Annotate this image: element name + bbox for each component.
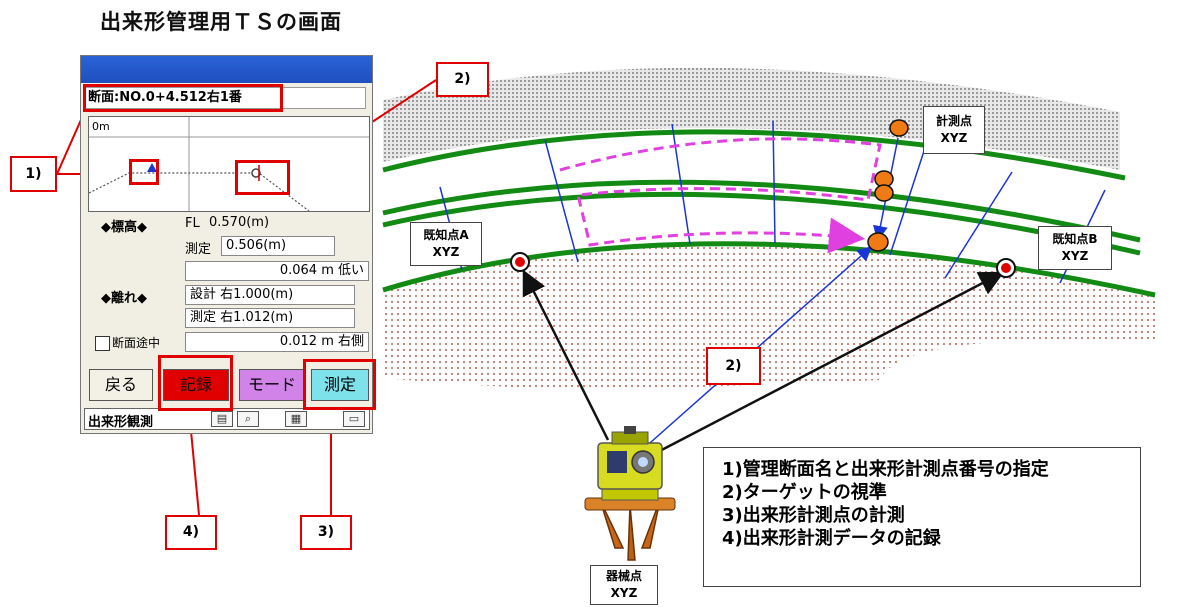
status-mode-label: 出来形観測 [88, 415, 154, 430]
instrument-point-label: 器械点 XYZ [590, 565, 658, 605]
mid-section-checkbox[interactable] [95, 336, 110, 351]
legend-item: 1)管理断面名と出来形計測点番号の指定 [722, 459, 1049, 480]
record-button[interactable]: 記録 [163, 369, 229, 401]
instrument-point-coord: XYZ [610, 586, 638, 600]
measure-button[interactable]: 測定 [311, 369, 369, 401]
embankment-band [383, 243, 1155, 390]
legend-item: 3)出来形計測点の計測 [722, 505, 905, 526]
offset-diff: 0.012 m 右側 [185, 332, 369, 352]
section-highlight [83, 84, 283, 112]
known-point-b-label: 既知点B XYZ [1038, 226, 1112, 270]
offset-design: 設計 右1.000(m) [185, 285, 355, 305]
elevation-measured-label: 測定 [185, 242, 212, 257]
measure-route-dashed [559, 137, 882, 254]
status-bar: 出来形観測 ▤ ⌕ ▦ ▭ [84, 408, 370, 430]
steps-legend: 1)管理断面名と出来形計測点番号の指定 2)ターゲットの視準 3)出来形計測点の… [703, 447, 1141, 587]
known-point-a-coord: XYZ [432, 245, 460, 259]
measure-point-coord: XYZ [940, 131, 968, 145]
mid-section-label: 断面途中 [112, 336, 161, 350]
cross-section-graphic [89, 117, 369, 211]
legend-item: 4)出来形計測データの記録 [722, 528, 941, 549]
ts-screen: 断面:NO.0+4.512右1番 0m ◆標高◆ FL 0.570(m) 測定 … [80, 55, 373, 434]
known-point-target [510, 252, 1016, 278]
slope-top-band [383, 67, 1120, 170]
known-point-arrow [651, 271, 1005, 457]
fl-value: 0.570(m) [209, 215, 270, 230]
road-edge-line [382, 191, 1141, 256]
elevation-measured-value: 0.506(m) [221, 236, 335, 256]
callout-2-mid: 2) [706, 347, 761, 385]
callout-2-top: 2) [436, 62, 489, 97]
callout-1: 1) [10, 156, 57, 192]
legend-item: 2)ターゲットの視準 [722, 482, 887, 503]
measure-highlight [303, 359, 376, 410]
target-point-icon [251, 168, 261, 178]
fl-label: FL [185, 216, 200, 231]
ts-titlebar [81, 56, 372, 83]
known-point-arrow [522, 269, 610, 441]
design-point-highlight [129, 159, 159, 185]
memory-icon[interactable]: ▦ [285, 411, 307, 427]
known-point-a-label: 既知点A XYZ [410, 222, 482, 266]
calculator-icon[interactable]: ▤ [211, 411, 233, 427]
measure-point-name: 計測点 [935, 114, 972, 128]
section-name-field[interactable]: 断面:NO.0+4.512右1番 [84, 87, 366, 109]
offset-label: ◆離れ◆ [101, 291, 147, 306]
measure-point-label: 計測点 XYZ [923, 106, 985, 154]
known-point-b-coord: XYZ [1061, 249, 1089, 263]
callout-3: 3) [300, 515, 352, 550]
measure-points [867, 119, 909, 252]
offset-measured: 測定 右1.012(m) [185, 308, 355, 328]
zoom-icon[interactable]: ⌕ [237, 411, 259, 427]
back-button[interactable]: 戻る [89, 369, 153, 401]
road-edge-line [382, 129, 1126, 181]
road-edge-line [382, 241, 1156, 298]
view-scale-label: 0m [92, 120, 110, 133]
design-point-icon [147, 163, 157, 172]
known-point-a-name: 既知点A [423, 228, 469, 242]
road-edge-line [382, 179, 1141, 243]
total-station-icon [584, 426, 676, 561]
screen-title: 出来形管理用ＴＳの画面 [100, 10, 342, 34]
elevation-label: ◆標高◆ [101, 220, 147, 235]
cross-section-view: 0m [88, 116, 370, 212]
record-highlight [158, 355, 233, 411]
battery-icon[interactable]: ▭ [343, 411, 365, 427]
mode-button[interactable]: モード [239, 369, 305, 401]
callout-4: 4) [165, 515, 217, 550]
target-highlight [235, 160, 290, 195]
instrument-point-name: 器械点 [605, 569, 642, 583]
known-point-b-name: 既知点B [1052, 232, 1098, 246]
elevation-diff: 0.064 m 低い [185, 261, 369, 281]
